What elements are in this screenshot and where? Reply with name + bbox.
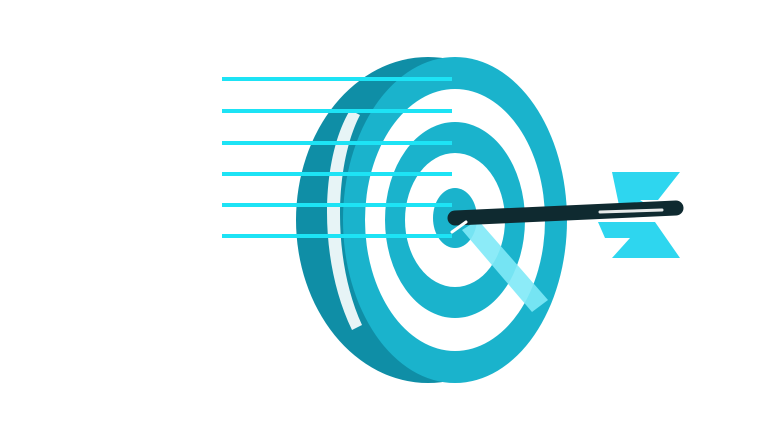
speed-lines xyxy=(222,77,452,238)
fletching-bottom xyxy=(598,222,680,258)
arrow-shadow-band xyxy=(462,220,548,312)
arrow-fletching xyxy=(598,172,680,258)
fletching-top xyxy=(612,172,680,210)
target-edge-highlight xyxy=(327,110,362,330)
arrow-shaft xyxy=(447,200,684,234)
